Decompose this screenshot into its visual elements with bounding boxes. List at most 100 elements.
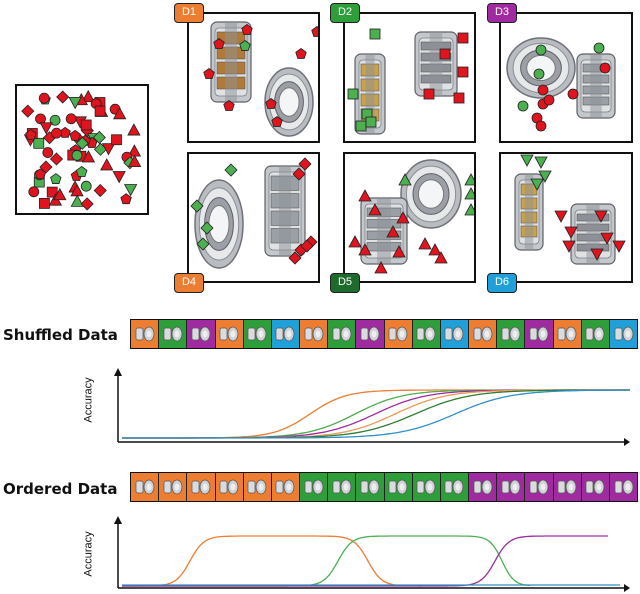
data-symbol	[42, 147, 54, 158]
domain-tag-d6: D6	[487, 273, 517, 293]
bearing-thumbnail	[416, 326, 436, 342]
green-inverted-triangle-symbol	[534, 156, 548, 169]
d2-bearing-image	[347, 28, 469, 135]
bearing-tile	[581, 473, 610, 501]
green-square-symbol	[355, 120, 367, 132]
data-symbol	[49, 152, 64, 166]
red-pentagon-symbol	[311, 26, 323, 37]
bearing-thumbnail	[445, 479, 464, 495]
y-axis-arrow	[114, 516, 122, 524]
bearing-tile	[131, 320, 160, 348]
data-symbol	[39, 198, 50, 209]
data-symbol	[80, 180, 92, 192]
green-inverted-triangle-symbol	[520, 154, 534, 167]
bearing-tile	[553, 473, 582, 501]
ball-bearing-image	[400, 159, 462, 229]
red-inverted-triangle-symbol	[564, 226, 578, 239]
green-square-symbol	[347, 88, 359, 100]
red-triangle-symbol	[434, 251, 448, 264]
bearing-tile	[497, 320, 526, 348]
bearing-thumbnail	[388, 326, 408, 342]
green-circle-symbol	[533, 68, 545, 80]
domain-panel-d3	[499, 12, 633, 143]
red-pentagon-symbol	[203, 68, 215, 79]
domain-tag-d3: D3	[487, 3, 517, 23]
data-symbol	[38, 92, 50, 104]
bearing-thumbnail	[445, 326, 464, 342]
green-inverted-triangle-symbol	[530, 178, 544, 191]
bearing-tile	[356, 320, 385, 348]
data-symbol	[80, 119, 92, 131]
domain-tag-d2: D2	[330, 3, 360, 23]
data-symbol	[69, 129, 81, 141]
bearing-thumbnail	[360, 326, 380, 342]
domain-panel-d6	[499, 152, 633, 283]
bearing-thumbnail	[191, 326, 211, 342]
bearing-tile	[412, 473, 441, 501]
data-symbol	[34, 168, 46, 180]
bearing-tile	[384, 320, 413, 348]
bearing-tile	[469, 320, 498, 348]
red-inverted-triangle-symbol	[600, 232, 614, 245]
data-symbol	[33, 137, 45, 149]
mixed-data-symbols	[21, 89, 142, 211]
bearing-tile	[328, 320, 357, 348]
data-symbol	[21, 104, 35, 118]
green-triangle-symbol	[398, 173, 412, 186]
data-symbol	[71, 150, 83, 161]
red-pentagon-symbol	[265, 98, 277, 109]
bearing-tile	[356, 473, 385, 501]
domain-panel-d5	[343, 152, 478, 283]
red-inverted-triangle-symbol	[554, 210, 568, 223]
data-symbol	[100, 158, 114, 171]
green-circle-symbol	[593, 42, 605, 54]
bearing-tile	[215, 320, 244, 348]
d6-bearing-image	[514, 154, 626, 265]
bearing-thumbnail	[135, 326, 154, 342]
bearing-thumbnail	[332, 326, 352, 342]
red-circle-symbol	[535, 120, 547, 132]
green-inverted-triangle-symbol	[538, 170, 552, 183]
bearing-thumbnail	[501, 479, 521, 495]
red-triangle-symbol	[358, 243, 372, 256]
bearing-tile	[412, 320, 441, 348]
green-diamond-symbol	[224, 163, 238, 177]
bearing-thumbnail	[473, 479, 492, 495]
red-triangle-symbol	[386, 225, 400, 238]
data-symbol	[80, 197, 94, 211]
red-triangle-symbol	[368, 203, 382, 216]
bearing-tile	[243, 473, 272, 501]
red-diamond-symbol	[298, 157, 312, 171]
d1-bearing-image	[203, 21, 323, 137]
green-triangle-symbol	[464, 173, 478, 186]
red-square-symbol	[423, 88, 435, 100]
bearing-tile	[187, 473, 216, 501]
data-symbol	[127, 123, 141, 136]
accuracy-curve-purple	[122, 535, 608, 587]
bearing-tile	[271, 473, 301, 501]
bearing-tile	[469, 473, 498, 501]
bearing-tile	[131, 473, 160, 501]
red-circle-symbol	[599, 62, 611, 74]
bearing-thumbnail	[614, 479, 633, 495]
bearing-thumbnail	[473, 326, 492, 342]
bearing-tile	[525, 473, 554, 501]
bearing-thumbnail	[219, 479, 239, 495]
domain-tag-d5: D5	[330, 273, 360, 293]
bearing-thumbnail	[585, 326, 605, 342]
red-circle-symbol	[537, 84, 549, 96]
data-symbol	[56, 90, 70, 104]
bearing-tile	[159, 473, 188, 501]
red-triangle-symbol	[358, 189, 372, 202]
red-pentagon-symbol	[213, 38, 225, 49]
red-triangle-symbol	[392, 245, 406, 258]
green-circle-symbol	[535, 44, 547, 56]
bearing-tile	[271, 320, 301, 348]
green-triangle-symbol	[464, 203, 478, 216]
bearing-thumbnail	[614, 326, 633, 342]
bearing-thumbnail	[276, 479, 295, 495]
bearing-tile	[300, 473, 329, 501]
red-pentagon-symbol	[271, 116, 283, 127]
bearing-tile	[300, 320, 329, 348]
accuracy-curve-orange	[122, 535, 422, 587]
